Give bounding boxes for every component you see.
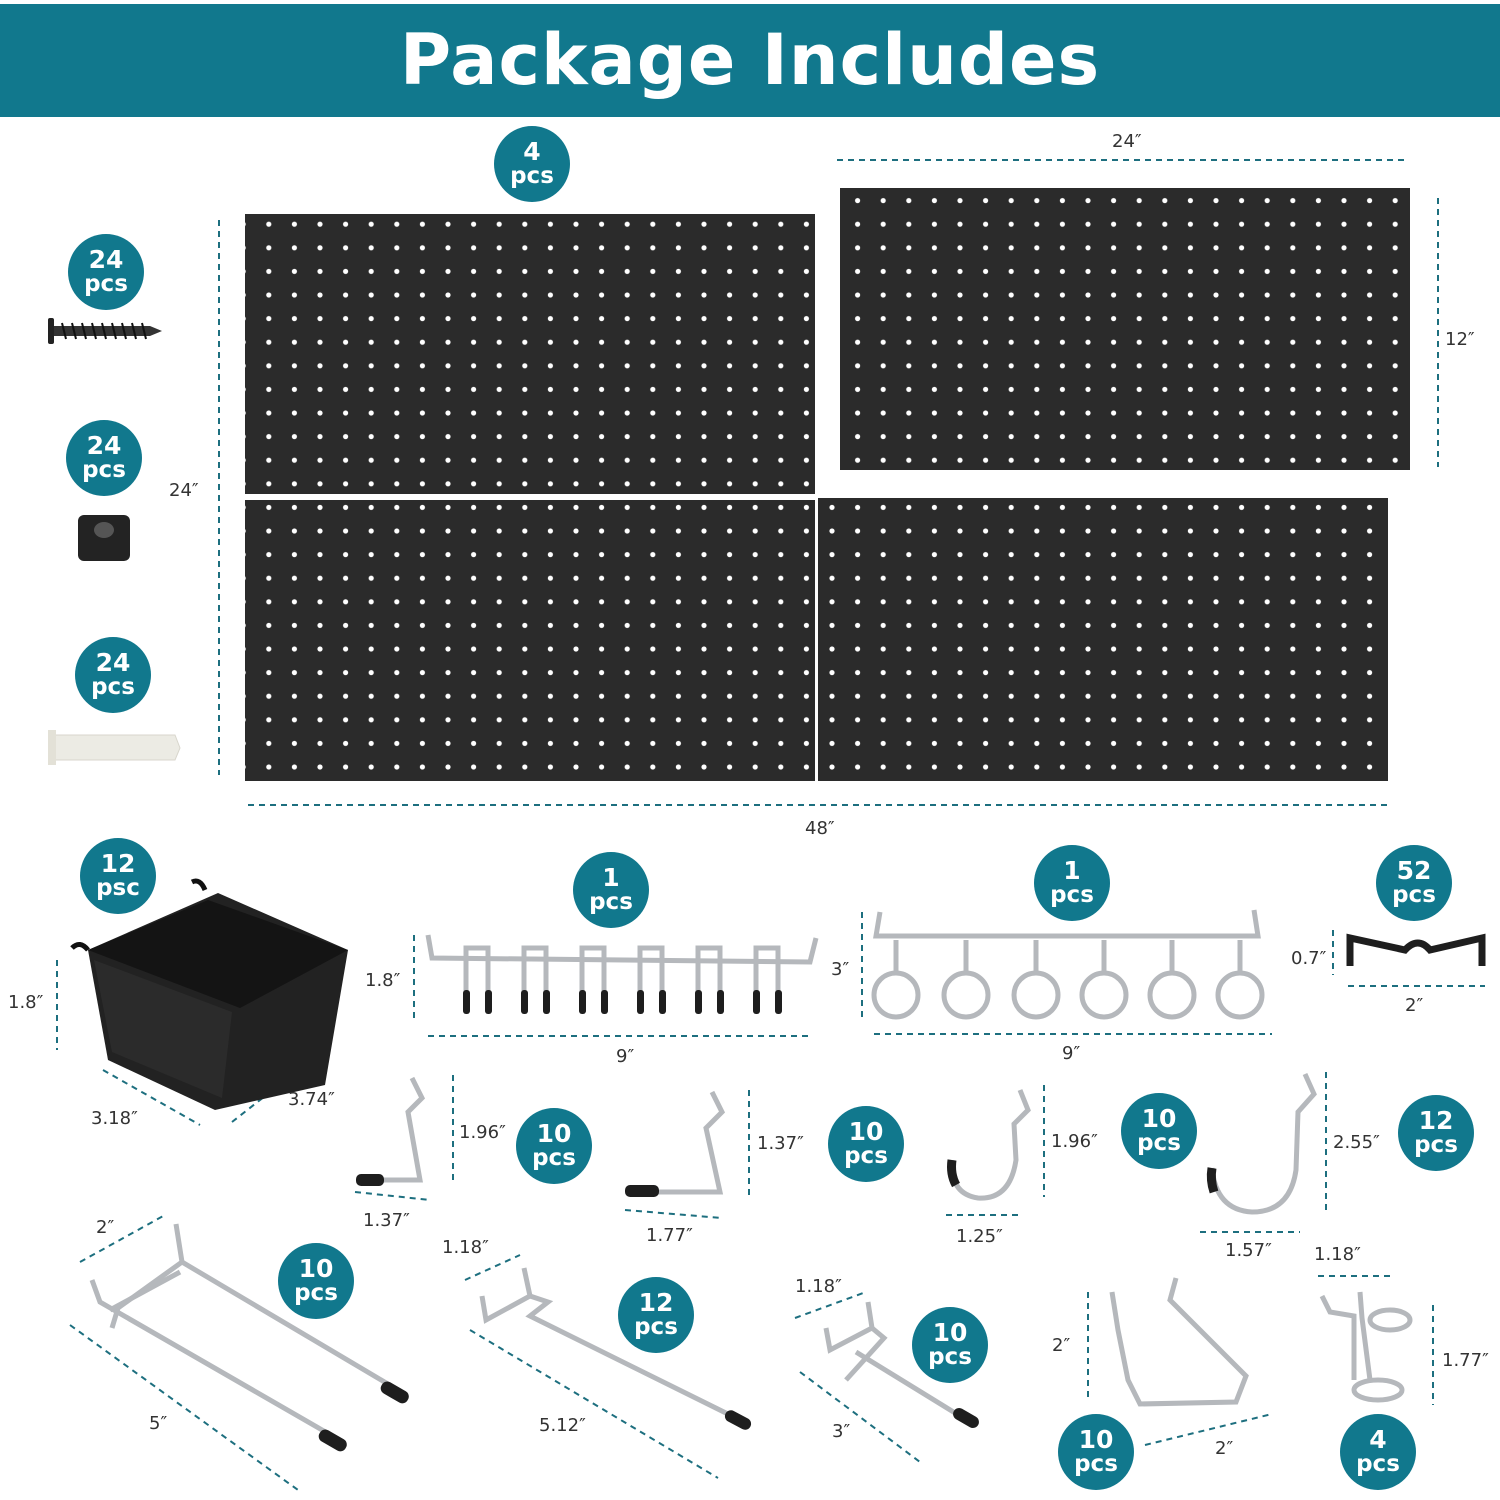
- j-hook-small-image: [947, 1089, 1031, 1201]
- long-hook-image: [479, 1267, 738, 1421]
- dim-clip-width: 2″: [1405, 995, 1424, 1016]
- storage-bin-image: [70, 878, 348, 1110]
- short-hook-tip: [953, 1408, 979, 1428]
- tool-bar-prong-tips: [463, 990, 782, 1014]
- dim-ring-hook-height: 1.77″: [1442, 1350, 1489, 1371]
- dim-double-hook-width: 2″: [96, 1217, 115, 1238]
- dim-short-hook-length: 3″: [832, 1421, 851, 1442]
- dim-bin-depth: 3.74″: [288, 1089, 335, 1110]
- dim-l-hook-medium-width: 1.77″: [646, 1225, 693, 1246]
- spacer-image: [78, 515, 130, 561]
- pegboard-panels: [245, 188, 1410, 781]
- dim-bar-width: 9″: [616, 1046, 635, 1067]
- short-hook-image: [823, 1301, 962, 1419]
- dim-board-total-width: 48″: [805, 818, 835, 839]
- dim-bar-height: 1.8″: [365, 970, 401, 991]
- ring-hook-image: [1319, 1291, 1413, 1403]
- dim-ring-hook-width: 1.18″: [1314, 1244, 1361, 1265]
- u-hook-image: [1109, 1277, 1249, 1407]
- dim-ring-bar-height: 3″: [831, 959, 850, 980]
- dim-j-hook-small-height: 1.96″: [1051, 1131, 1098, 1152]
- wall-anchor-image: [48, 730, 181, 765]
- dim-l-hook-small-width: 1.37″: [363, 1210, 410, 1231]
- double-hook-tips: [318, 1381, 409, 1452]
- dim-ring-bar-width: 9″: [1062, 1043, 1081, 1064]
- dim-board-right-height: 12″: [1445, 329, 1475, 350]
- dim-long-hook-length: 5.12″: [539, 1415, 586, 1436]
- l-hook-small-image: [356, 1076, 426, 1186]
- screw-image: [48, 318, 162, 344]
- dim-short-hook-width: 1.18″: [795, 1276, 842, 1297]
- dim-j-hook-small-width: 1.25″: [956, 1226, 1003, 1247]
- dim-j-hook-large-width: 1.57″: [1225, 1240, 1272, 1261]
- dimension-lines: [56, 159, 1485, 1491]
- title-banner: Package Includes: [0, 4, 1500, 117]
- long-hook-tip: [724, 1410, 752, 1430]
- dim-board-top-width: 24″: [1112, 131, 1142, 152]
- double-hook-image: [89, 1223, 400, 1441]
- dim-long-hook-width: 1.18″: [442, 1237, 489, 1258]
- dim-board-left-height: 24″: [169, 480, 199, 501]
- dim-u-hook-width: 2″: [1215, 1438, 1234, 1459]
- dim-u-hook-height: 2″: [1052, 1335, 1071, 1356]
- dim-clip-height: 0.7″: [1291, 948, 1327, 969]
- pegboard-clip-image: [1346, 933, 1486, 966]
- tool-bar-holder-image: [425, 934, 819, 1000]
- dim-l-hook-small-height: 1.96″: [459, 1122, 506, 1143]
- dim-l-hook-medium-height: 1.37″: [757, 1133, 804, 1154]
- l-hook-medium-image: [625, 1090, 726, 1197]
- dim-bin-height: 1.8″: [8, 992, 44, 1013]
- ring-bar-holder-image: [871, 909, 1265, 1020]
- page-title: Package Includes: [399, 19, 1101, 101]
- dim-bin-width: 3.18″: [91, 1108, 138, 1129]
- j-hook-large-image: [1206, 1072, 1317, 1215]
- dim-double-hook-length: 5″: [149, 1413, 168, 1434]
- dim-j-hook-large-height: 2.55″: [1333, 1132, 1380, 1153]
